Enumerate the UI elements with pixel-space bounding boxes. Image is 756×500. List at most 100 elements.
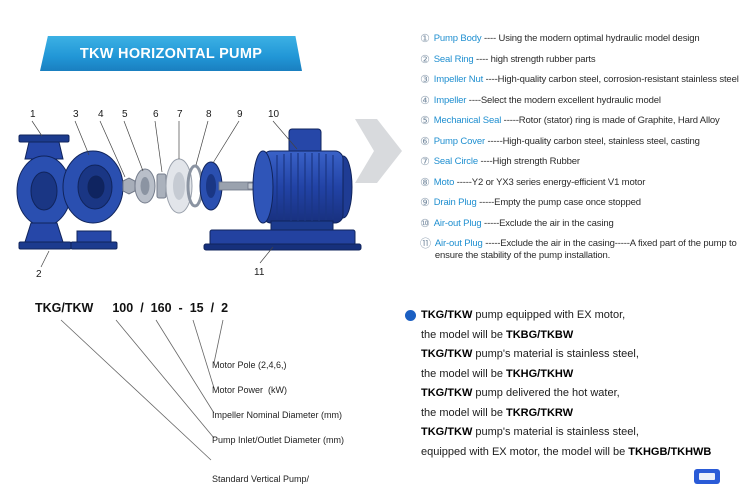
notes-section: TKG/TKW pump equipped with EX motor, the…: [405, 306, 755, 462]
part-description: -----High-quality carbon steel, stainles…: [485, 135, 700, 147]
page-title-banner: TKW HORIZONTAL PUMP: [40, 36, 302, 71]
part-item: ④ Impeller ----Select the modern excelle…: [420, 93, 754, 107]
model-separator: /: [210, 301, 215, 315]
model-separator: -: [178, 301, 183, 315]
part-name: Seal Ring: [433, 53, 474, 65]
part-description: -----Rotor (stator) ring is made of Grap…: [501, 115, 720, 126]
note-text: the model will be: [421, 367, 506, 380]
pump-cover: [199, 161, 223, 211]
note-item: TKG/TKW pump's material is stainless ste…: [421, 345, 755, 384]
note-model: TKBG/TKBW: [506, 328, 574, 341]
model-code-label-impeller-diameter: Impeller Nominal Diameter (mm): [212, 410, 343, 420]
note-line: TKG/TKW pump delivered the hot water,: [421, 384, 755, 404]
callout-number: 11: [254, 267, 265, 278]
part-description: ---- high strength rubber parts: [473, 53, 596, 65]
part-number-badge: ④: [420, 93, 430, 107]
part-description: -----Exclude the air in the casing-----A…: [434, 238, 737, 261]
note-text: pump equipped with EX motor,: [472, 309, 626, 321]
pump-exploded-diagram: 1 3 4 5 6 7 8 9 10 2 11: [16, 109, 402, 280]
motor-cooling-fins: [276, 153, 334, 221]
part-name: Moto: [433, 176, 455, 188]
mechanical-seal: [156, 173, 167, 199]
model-code-label-motor-pole: Motor Pole (2,4,6,): [212, 360, 287, 370]
part-description: ----Select the modern excellent hydrauli…: [466, 94, 661, 106]
model-power-token: 15: [189, 301, 204, 315]
part-number-badge: ⑥: [420, 134, 430, 148]
part-number-badge: ①: [420, 32, 430, 45]
callout-numbers: 1 3 4 5 6 7 8 9 10 2 11: [30, 109, 280, 280]
motor: [252, 128, 353, 231]
callout-number: 4: [98, 109, 104, 120]
callout-number: 1: [30, 109, 36, 120]
part-description: -----Y2 or YX3 series energy-efficient V…: [454, 176, 646, 188]
note-lead: TKG/TKW: [421, 348, 473, 360]
part-number-badge: ⑤: [420, 114, 430, 127]
model-inlet-token: 100: [112, 301, 134, 315]
note-line: TKG/TKW pump's material is stainless ste…: [421, 345, 755, 365]
part-item: ① Pump Body ---- Using the modern optima…: [420, 33, 754, 45]
note-text: pump delivered the hot water,: [472, 387, 620, 399]
part-description: ----High-quality carbon steel, corrosion…: [483, 74, 739, 85]
part-number-badge: ⑩: [420, 216, 430, 230]
part-name: Impeller Nut: [433, 74, 484, 85]
part-item: ⑨ Drain Plug -----Empty the pump case on…: [420, 197, 754, 209]
note-line: the model will be TKBG/TKBW: [421, 326, 755, 346]
note-text: pump's material is stainless steel,: [472, 426, 639, 438]
model-separator: /: [140, 301, 144, 315]
model-code: TKG/TKW 100 / 160 - 15 / 2: [35, 301, 228, 315]
callout-number: 6: [153, 109, 159, 120]
part-item: ⑪ Air-out Plug -----Exclude the air in t…: [420, 238, 754, 261]
impeller: [134, 168, 156, 204]
part-number-badge: ③: [420, 73, 430, 86]
part-description: -----Empty the pump case once stopped: [476, 197, 641, 208]
model-series-token: TKG/TKW: [35, 301, 94, 315]
impeller-nut: [122, 177, 136, 195]
note-item: TKG/TKW pump delivered the hot water, th…: [421, 384, 755, 423]
part-number-badge: ⑨: [420, 196, 430, 209]
motor-shaft: [218, 181, 259, 191]
part-name: Air-out Plug: [434, 238, 483, 249]
part-description: ---- Using the modern optimal hydraulic …: [481, 33, 700, 44]
part-item: ③ Impeller Nut ----High-quality carbon s…: [420, 74, 754, 86]
right-arrow-icon: [355, 119, 402, 183]
callout-number: 7: [177, 109, 183, 120]
note-lead: TKG/TKW: [421, 309, 473, 321]
page-title: TKW HORIZONTAL PUMP: [79, 45, 263, 62]
part-name: Pump Cover: [433, 135, 486, 147]
note-item: TKG/TKW pump's material is stainless ste…: [421, 423, 755, 462]
note-text: the model will be: [421, 406, 506, 419]
model-code-label-line1: Standard Vertical Pump/: [212, 474, 310, 484]
motor-base-plate: [203, 229, 362, 251]
bullet-dot-icon: [405, 310, 416, 321]
note-text: pump's material is stainless steel,: [472, 348, 639, 360]
note-item: TKG/TKW pump equipped with EX motor, the…: [421, 306, 755, 345]
part-number-badge: ⑪: [420, 237, 431, 250]
part-number-badge: ⑧: [420, 175, 430, 189]
note-model: TKHG/TKHW: [506, 367, 574, 380]
part-item: ⑩ Air-out Plug -----Exclude the air in t…: [420, 216, 754, 230]
part-item: ⑥ Pump Cover -----High-quality carbon st…: [420, 134, 754, 148]
note-lead: TKG/TKW: [421, 387, 473, 399]
note-line: TKG/TKW pump equipped with EX motor,: [421, 306, 755, 326]
part-number-badge: ⑦: [420, 155, 430, 168]
model-impeller-token: 160: [150, 301, 172, 315]
model-code-connectors: [60, 319, 224, 461]
callout-number: 2: [36, 269, 42, 280]
part-name: Pump Body: [433, 33, 482, 44]
parts-list: ① Pump Body ---- Using the modern optima…: [420, 33, 754, 270]
callout-number: 10: [268, 109, 280, 120]
part-number-badge: ②: [420, 52, 430, 66]
note-lead: TKG/TKW: [421, 426, 473, 438]
model-code-label-inlet-outlet: Pump Inlet/Outlet Diameter (mm): [212, 435, 345, 445]
part-description: ----High strength Rubber: [478, 156, 581, 167]
note-model: TKHGB/TKHWB: [628, 445, 712, 458]
part-item: ⑧ Moto -----Y2 or YX3 series energy-effi…: [420, 175, 754, 189]
note-model: TKRG/TKRW: [506, 406, 574, 419]
part-item: ⑦ Seal Circle ----High strength Rubber: [420, 156, 754, 168]
part-name: Drain Plug: [433, 197, 477, 208]
callout-number: 9: [237, 109, 243, 120]
note-text: the model will be: [421, 328, 506, 341]
pump-suction-cover: [16, 134, 72, 250]
footer-logo-icon: [694, 469, 720, 484]
